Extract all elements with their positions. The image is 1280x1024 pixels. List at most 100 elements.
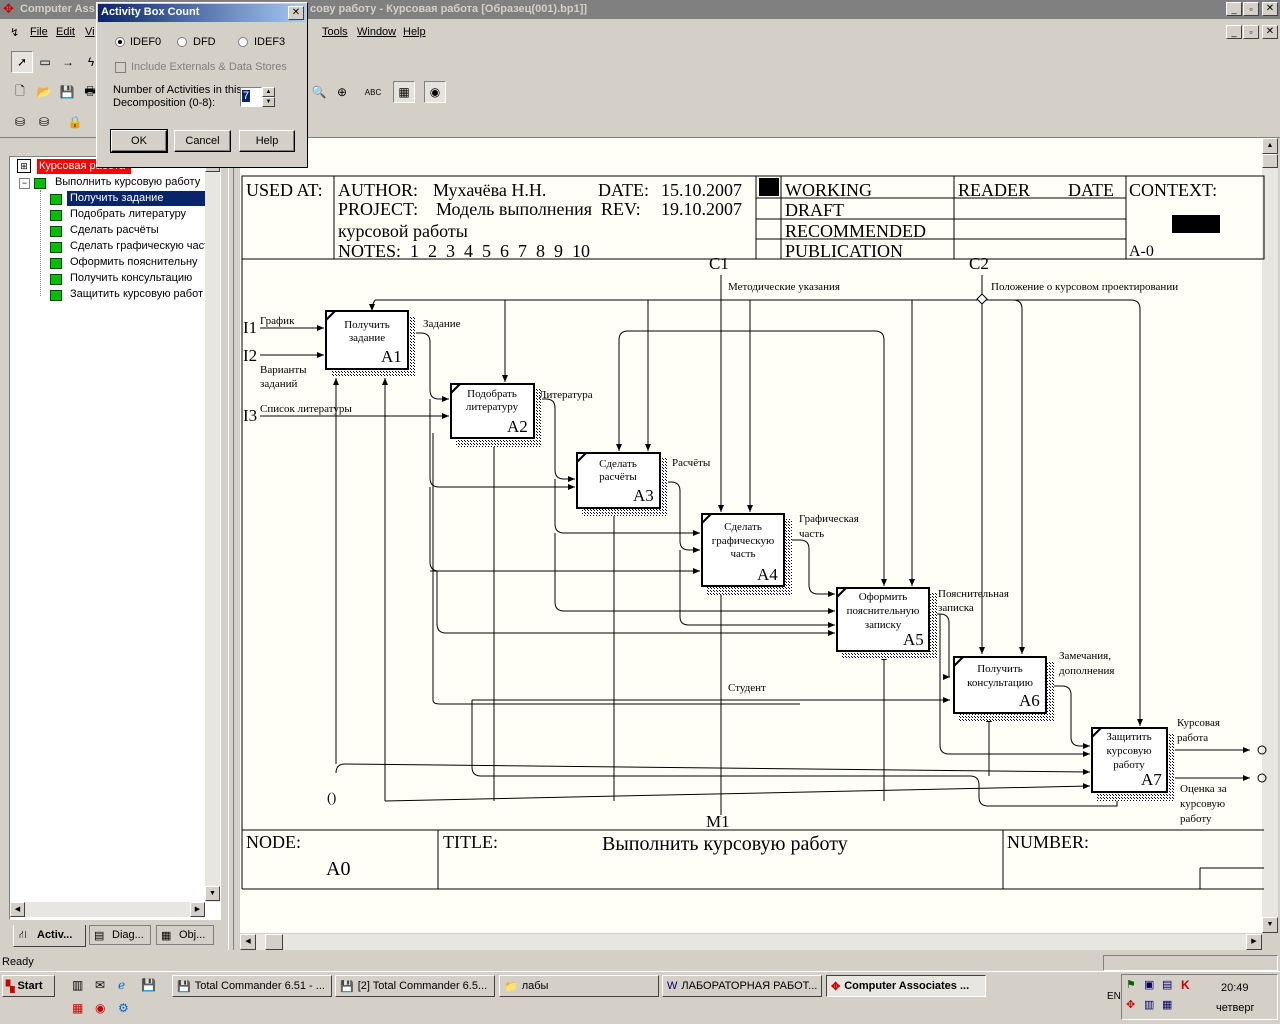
doc-restore-button[interactable]: ▫: [1243, 25, 1259, 39]
minimize-button[interactable]: _: [1226, 2, 1242, 16]
taskbar-button-folder[interactable]: 📁лабы: [499, 975, 659, 997]
tree-item-a5[interactable]: Оформить пояснительну: [70, 256, 198, 268]
quicklaunch-icon[interactable]: ✉: [95, 978, 106, 992]
tree-parent[interactable]: Выполнить курсовую работу: [55, 176, 201, 188]
tree-scroll-down[interactable]: ▼: [205, 886, 220, 901]
db2-icon[interactable]: ⛁: [38, 115, 50, 129]
model-explorer-icon[interactable]: ▦: [393, 81, 415, 103]
box-tool-icon[interactable]: ▭: [39, 55, 51, 69]
tab-objects[interactable]: ▦ Obj...: [156, 925, 214, 945]
close-button[interactable]: ✕: [1262, 2, 1278, 16]
quicklaunch-icon[interactable]: 💾: [141, 978, 156, 992]
select-tool-icon[interactable]: ➚: [11, 51, 33, 73]
dialog-close-button[interactable]: ✕: [288, 6, 304, 20]
doc-close-button[interactable]: ✕: [1262, 25, 1278, 39]
navigator-icon[interactable]: ◉: [424, 81, 446, 103]
frame-used-at: USED AT:: [246, 180, 323, 200]
canvas-vscrollbar[interactable]: [1262, 138, 1278, 933]
canvas-hthumb[interactable]: [265, 934, 283, 950]
radio-dfd[interactable]: [177, 37, 187, 47]
tray-icon[interactable]: ▣: [1144, 979, 1155, 991]
canvas-hscrollbar[interactable]: [240, 934, 1262, 950]
tree-item-a7[interactable]: Защитить курсовую работ: [70, 288, 203, 300]
radio-idef0[interactable]: [115, 37, 125, 47]
taskbar-button-totalcmd2[interactable]: 💾[2] Total Commander 6.5...: [335, 975, 495, 997]
activity-box-a1[interactable]: Получить задание A1: [325, 310, 416, 377]
menu-window[interactable]: Window: [357, 26, 397, 38]
canvas-scroll-left[interactable]: ◀: [240, 934, 256, 950]
dialog-cancel-button[interactable]: Cancel: [174, 130, 231, 152]
language-indicator[interactable]: EN: [1107, 991, 1121, 1002]
tab-diagrams[interactable]: ▤ Diag...: [89, 925, 151, 945]
tray-icon[interactable]: ▥: [1144, 999, 1155, 1011]
squiggle-tool-icon[interactable]: ϟ: [87, 55, 95, 69]
spellcheck-icon[interactable]: ABC: [364, 87, 382, 97]
tree-item-a3[interactable]: Сделать расчёты: [70, 224, 159, 236]
arrow-tool-icon[interactable]: →: [62, 55, 74, 69]
menu-help[interactable]: Help: [403, 26, 426, 38]
tree-scroll-left[interactable]: ◀: [10, 902, 25, 917]
tray-icon[interactable]: ▦: [1162, 999, 1173, 1011]
frame-rev-label: REV:: [601, 199, 641, 219]
tray-icon[interactable]: ⚑: [1126, 979, 1136, 991]
tab-activities[interactable]: ⛙ Activ...: [13, 925, 86, 947]
canvas-scroll-down[interactable]: ▼: [1262, 917, 1278, 933]
open-icon[interactable]: 📂: [36, 85, 52, 99]
dialog-help-button[interactable]: Help: [239, 130, 295, 152]
zoom-fit-icon[interactable]: ⊕: [336, 85, 348, 99]
activity-box-a2[interactable]: Подобрать литературу A2: [450, 383, 542, 447]
quicklaunch-icon[interactable]: ⚙: [118, 1001, 129, 1015]
activity-count-up[interactable]: ▲: [262, 87, 275, 97]
radio-idef3[interactable]: [238, 37, 248, 47]
activity-box-a7[interactable]: Защитить курсовую работу A7: [1091, 727, 1175, 801]
dialog-title-bar[interactable]: [98, 4, 306, 22]
panel-splitter[interactable]: [228, 138, 234, 950]
tree-item-a6[interactable]: Получить консультацию: [70, 272, 193, 284]
activity-box-a4[interactable]: Сделать графическую часть A4: [701, 513, 792, 595]
tree-scroll-right[interactable]: ▶: [190, 902, 205, 917]
save-icon[interactable]: 💾: [59, 85, 75, 99]
dialog-ok-button[interactable]: OK: [110, 129, 168, 153]
menu-file[interactable]: File: [30, 26, 48, 38]
activity-count-down[interactable]: ▼: [262, 97, 275, 107]
include-externals-checkbox[interactable]: [115, 62, 126, 73]
quicklaunch-icon[interactable]: ▥: [72, 978, 84, 992]
clock-time[interactable]: 20:49: [1221, 982, 1249, 994]
menu-view[interactable]: Vi: [85, 26, 95, 38]
frame-node: A0: [326, 858, 350, 880]
ie-icon[interactable]: ℯ: [118, 978, 126, 992]
canvas-scroll-up[interactable]: ▲: [1262, 138, 1278, 154]
db-icon[interactable]: ⛁: [14, 115, 26, 129]
tree-vscrollbar[interactable]: [205, 157, 220, 902]
doc-minimize-button[interactable]: _: [1226, 25, 1242, 39]
maximize-button[interactable]: ▫: [1243, 2, 1259, 16]
lock-icon[interactable]: 🔒: [67, 115, 83, 129]
new-icon[interactable]: 🗋: [15, 83, 25, 98]
taskbar-button-totalcmd1[interactable]: 💾Total Commander 6.51 - ...: [172, 975, 332, 997]
activity-box-a3[interactable]: Сделать расчёты A3: [576, 452, 668, 516]
activity-box-a5[interactable]: Оформить пояснительную записку A5: [836, 587, 937, 659]
tray-icon[interactable]: ✥: [1126, 999, 1136, 1011]
kaspersky-icon[interactable]: K: [1181, 978, 1190, 992]
tree-item-a2[interactable]: Подобрать литературу: [70, 208, 187, 220]
quicklaunch-icon[interactable]: ◉: [95, 1001, 106, 1015]
start-button[interactable]: ▚Start: [2, 975, 55, 997]
taskbar-button-bpwin[interactable]: ✥Computer Associates ...: [826, 975, 986, 997]
menu-edit[interactable]: Edit: [56, 26, 75, 38]
tree-hscrollbar[interactable]: [10, 902, 205, 917]
zoom-in-icon[interactable]: 🔍: [311, 85, 327, 99]
tree-item-a4[interactable]: Сделать графическую част: [70, 240, 210, 252]
canvas-vthumb[interactable]: [1262, 154, 1278, 168]
tree-parent-toggle[interactable]: −: [19, 178, 30, 189]
canvas-scroll-right[interactable]: ▶: [1246, 934, 1262, 950]
print-icon[interactable]: 🖶: [84, 83, 96, 98]
box-a3-id: A3: [633, 486, 654, 505]
menu-tools[interactable]: Tools: [322, 26, 348, 38]
activity-box-a6[interactable]: Получить консультацию A6: [953, 656, 1054, 721]
quicklaunch-icon[interactable]: ▦: [72, 1001, 84, 1015]
tree-item-a1[interactable]: Получить задание: [70, 192, 164, 204]
label-literatura: Литература: [539, 389, 593, 401]
tray-icon[interactable]: ▤: [1162, 979, 1173, 991]
